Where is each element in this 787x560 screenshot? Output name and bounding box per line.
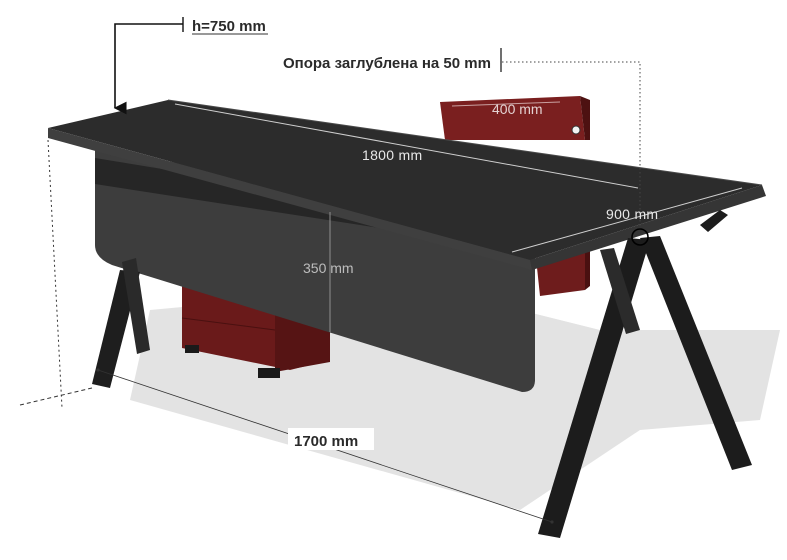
cabinet-depth-label: 400 mm: [492, 101, 543, 117]
top-depth-dimension: 900 mm: [511, 187, 743, 253]
top-length-label: 1800 mm: [362, 147, 422, 163]
support-offset-dimension: Опора заглублена на 50 mm: [283, 48, 649, 246]
height-dimension: h=750 mm: [19, 17, 268, 409]
leg-span-label: 1700 mm: [294, 433, 358, 450]
desktop: [48, 99, 766, 270]
top-length-dimension: 1800 mm: [174, 103, 639, 189]
support-marker-circle: [631, 228, 649, 246]
panel-height-label: 350 mm: [303, 260, 354, 276]
height-label: h=750 mm: [192, 18, 266, 35]
top-depth-label: 900 mm: [606, 206, 658, 222]
right-leg: [538, 210, 752, 538]
leg-span-dimension: 1700 mm: [96, 368, 554, 524]
cabinet-depth-dimension: 400 mm: [451, 101, 561, 117]
left-leg: [92, 258, 150, 388]
panel-height-dimension: 350 mm: [303, 212, 354, 332]
support-note-label: Опора заглублена на 50 mm: [283, 55, 491, 72]
cabinet-lock-icon: [571, 125, 581, 135]
